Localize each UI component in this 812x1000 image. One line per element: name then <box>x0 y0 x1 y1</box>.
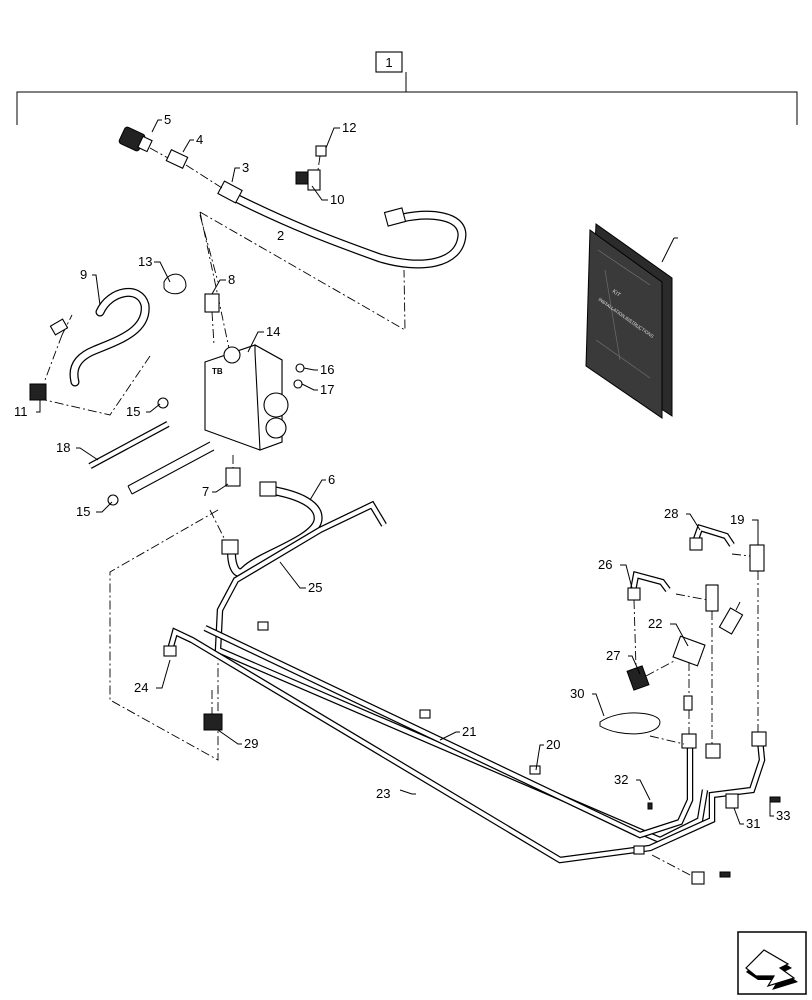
hose-9 <box>69 287 150 387</box>
leader-lines <box>36 119 774 825</box>
clamp-13 <box>163 273 187 295</box>
callout-21: 21 <box>462 724 476 739</box>
callout-24: 24 <box>134 680 148 695</box>
callout-2: 2 <box>277 228 284 243</box>
tube-23 <box>166 627 766 864</box>
callout-30: 30 <box>570 686 584 701</box>
o-ring-15-bottom <box>107 494 119 506</box>
installation-booklet: KIT INSTALLATION INSTRUCTIONS <box>585 223 673 419</box>
plug-32 <box>647 802 653 810</box>
clamp-plate <box>691 871 705 885</box>
callout-28: 28 <box>664 506 678 521</box>
valve-22 <box>672 635 706 667</box>
tube-21 <box>203 625 694 839</box>
o-ring-17 <box>293 379 303 389</box>
band-clamp-30 <box>599 712 661 735</box>
callout-18: 18 <box>56 440 70 455</box>
o-ring-16 <box>295 363 305 373</box>
elbow-fitting-29 <box>203 713 223 731</box>
callout-20: 20 <box>546 737 560 752</box>
cap-12 <box>315 145 327 157</box>
fitting-24 <box>163 645 177 657</box>
callout-10: 10 <box>330 192 344 207</box>
tee-fitting-19 <box>749 544 765 572</box>
callout-16: 16 <box>320 362 334 377</box>
callout-26: 26 <box>598 557 612 572</box>
o-ring-15-top <box>157 397 169 409</box>
callout-4: 4 <box>196 132 203 147</box>
clip-b <box>419 709 431 719</box>
callout-15-top: 15 <box>126 404 140 419</box>
control-valve-14: TB <box>204 344 289 451</box>
clip-a <box>257 621 269 631</box>
callout-19: 19 <box>730 512 744 527</box>
fitting-tube-end-c <box>751 731 767 747</box>
elbow-fitting-right <box>718 607 744 635</box>
next-page-arrow-icon[interactable] <box>737 931 807 995</box>
callout-22: 22 <box>648 616 662 631</box>
callout-12: 12 <box>342 120 356 135</box>
booklet-title: KIT <box>611 289 622 299</box>
callout-23: 23 <box>376 786 390 801</box>
callout-5: 5 <box>164 112 171 127</box>
callout-labels: 2 3 4 5 6 7 8 9 10 11 12 13 14 15 15 16 … <box>14 112 790 831</box>
callout-29: 29 <box>244 736 258 751</box>
callout-6: 6 <box>328 472 335 487</box>
clip-c <box>633 845 645 855</box>
valve-mark: TB <box>212 367 223 376</box>
adapter-fitting-4 <box>165 149 189 169</box>
tube-fitting-26 <box>627 587 641 601</box>
callout-25: 25 <box>308 580 322 595</box>
callout-14: 14 <box>266 324 280 339</box>
fitting-8 <box>204 293 220 313</box>
cap-31 <box>725 793 739 809</box>
callout-7: 7 <box>202 484 209 499</box>
callout-9: 9 <box>80 267 87 282</box>
callout-13: 13 <box>138 254 152 269</box>
callout-3: 3 <box>242 160 249 175</box>
elbow-fitting-27 <box>626 665 650 691</box>
elbow-fitting-7 <box>225 467 241 487</box>
fitting-tube-end-b <box>705 743 721 759</box>
fitting-tube-end-a <box>681 733 697 749</box>
clip-20 <box>529 765 541 775</box>
callout-33: 33 <box>776 808 790 823</box>
callout-8: 8 <box>228 272 235 287</box>
callout-1: 1 <box>385 55 392 70</box>
callout-27: 27 <box>606 648 620 663</box>
screw-33 <box>769 796 781 803</box>
callout-31: 31 <box>746 816 760 831</box>
elbow-fitting-11 <box>29 383 47 401</box>
callout-32: 32 <box>614 772 628 787</box>
callout-15-bottom: 15 <box>76 504 90 519</box>
tube-25 <box>214 500 709 844</box>
fitting-small <box>683 695 693 711</box>
tee-fitting-center <box>705 584 719 612</box>
tube-fitting-28 <box>689 537 703 551</box>
group-bracket: 1 <box>16 51 798 125</box>
callout-17: 17 <box>320 382 334 397</box>
callout-11: 11 <box>14 404 28 419</box>
screw-bottom <box>719 871 731 878</box>
hose-assembly-3 <box>217 180 467 269</box>
